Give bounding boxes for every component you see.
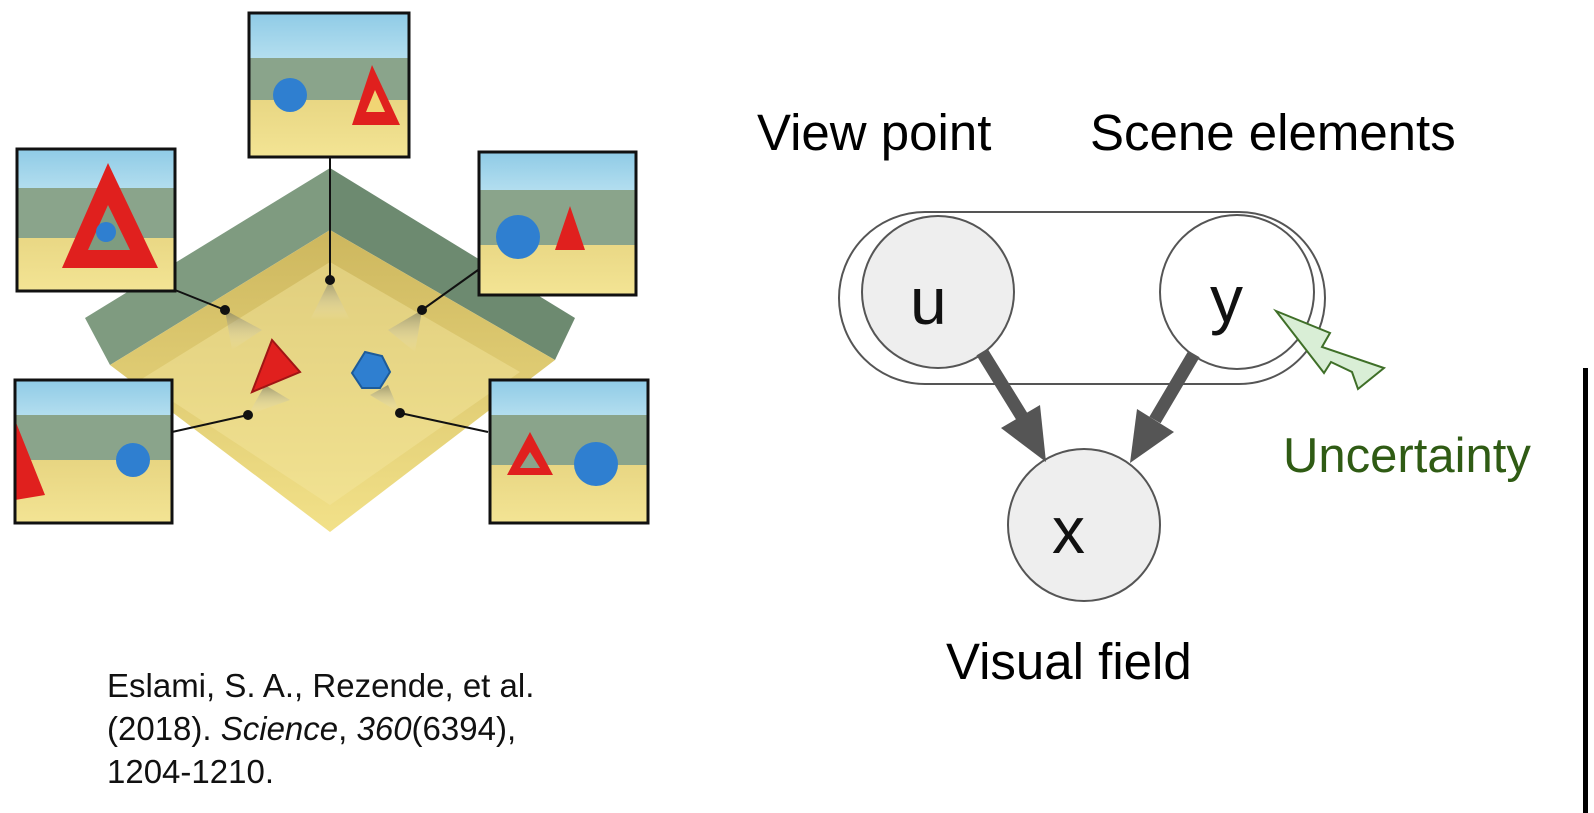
room-illustration — [85, 158, 575, 532]
visual-field-label: Visual field — [946, 633, 1192, 690]
view-thumbnail-upper-left — [15, 147, 177, 293]
arrow-y-to-x-head — [1130, 409, 1174, 463]
room-wall-right — [330, 168, 575, 360]
view-point-label: View point — [757, 104, 992, 161]
latent-plate — [838, 211, 1326, 385]
citation-line-2: (2018). Science, 360(6394), — [107, 707, 534, 750]
citation-line-1: Eslami, S. A., Rezende, et al. — [107, 667, 535, 704]
room-wall-left — [85, 168, 330, 365]
citation-issue: (6394), — [411, 710, 517, 747]
scene-elements-label: Scene elements — [1090, 104, 1456, 161]
view-thumbnail-upper-right — [477, 150, 638, 297]
citation: Eslami, S. A., Rezende, et al. (2018). S… — [107, 664, 534, 793]
citation-year: (2018). — [107, 710, 221, 747]
node-u-label: u — [910, 264, 947, 338]
room-floor — [110, 230, 555, 532]
citation-volume: 360 — [356, 710, 412, 747]
node-y-circle — [1159, 214, 1315, 370]
citation-journal: Science — [220, 710, 339, 747]
node-x-circle — [1007, 448, 1161, 602]
lightning-bolt-icon — [1272, 308, 1387, 391]
citation-comma: , — [338, 710, 357, 747]
view-thumbnail-top — [247, 11, 411, 159]
node-x-label: x — [1052, 493, 1085, 567]
citation-line-3: 1204-1210. — [107, 753, 274, 790]
right-edge-bar — [1583, 368, 1588, 813]
blue-sphere-object — [350, 350, 392, 389]
uncertainty-label: Uncertainty — [1283, 429, 1531, 483]
red-cone-object — [250, 338, 302, 394]
node-u-circle — [861, 215, 1015, 369]
view-thumbnail-lower-left — [13, 378, 174, 525]
view-thumbnail-lower-right — [488, 378, 650, 525]
graphical-model — [838, 211, 1387, 602]
node-y-label: y — [1210, 262, 1243, 336]
arrow-u-to-x-head — [1001, 405, 1046, 462]
